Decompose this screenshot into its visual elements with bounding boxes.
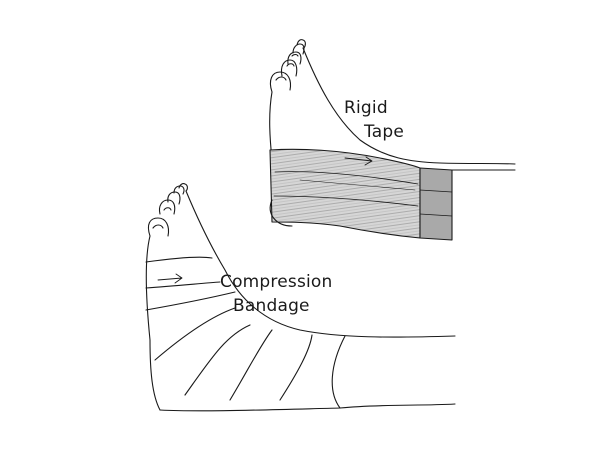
compression-bandage-edge [331, 335, 346, 409]
compression-dorsum [185, 190, 456, 338]
compression-toe-5 [178, 183, 188, 192]
compression-wrap-2 [145, 281, 221, 289]
compression-wrap-4 [154, 307, 236, 361]
rigid-tape-dorsum [302, 47, 441, 164]
rigid-tape-band [269, 148, 421, 239]
compression-wrap-7 [279, 334, 313, 401]
rigid-tape-big-toe [269, 71, 292, 93]
rigid-tape-toe-2 [280, 59, 298, 77]
rigid-tape-label-line1: Rigid [344, 98, 388, 118]
compression-bandage-label-line1: Compression [220, 272, 333, 292]
rigid-tape-foot [269, 39, 516, 241]
rigid-tape-heel [269, 199, 293, 227]
compression-wrap-6 [229, 329, 273, 401]
rigid-tape-label-line2: Tape [364, 122, 405, 142]
compression-bandage-label-line2: Bandage [233, 296, 310, 316]
compression-toe-2 [158, 199, 176, 215]
compression-wrap-3 [145, 291, 236, 311]
rigid-tape-toe-3 [287, 51, 302, 65]
compression-arrow [157, 273, 183, 284]
compression-wrap-1 [145, 256, 213, 263]
rigid-tape-arrow [344, 156, 373, 166]
compression-bandage-foot [145, 183, 456, 412]
compression-wrap-5 [184, 324, 251, 396]
rigid-tape-toe-5 [296, 39, 306, 49]
compression-heel [159, 407, 341, 412]
compression-toe-3 [167, 191, 181, 205]
compression-sole [145, 235, 161, 411]
compression-big-toe [147, 217, 170, 237]
rigid-tape-end-strip [419, 167, 453, 241]
